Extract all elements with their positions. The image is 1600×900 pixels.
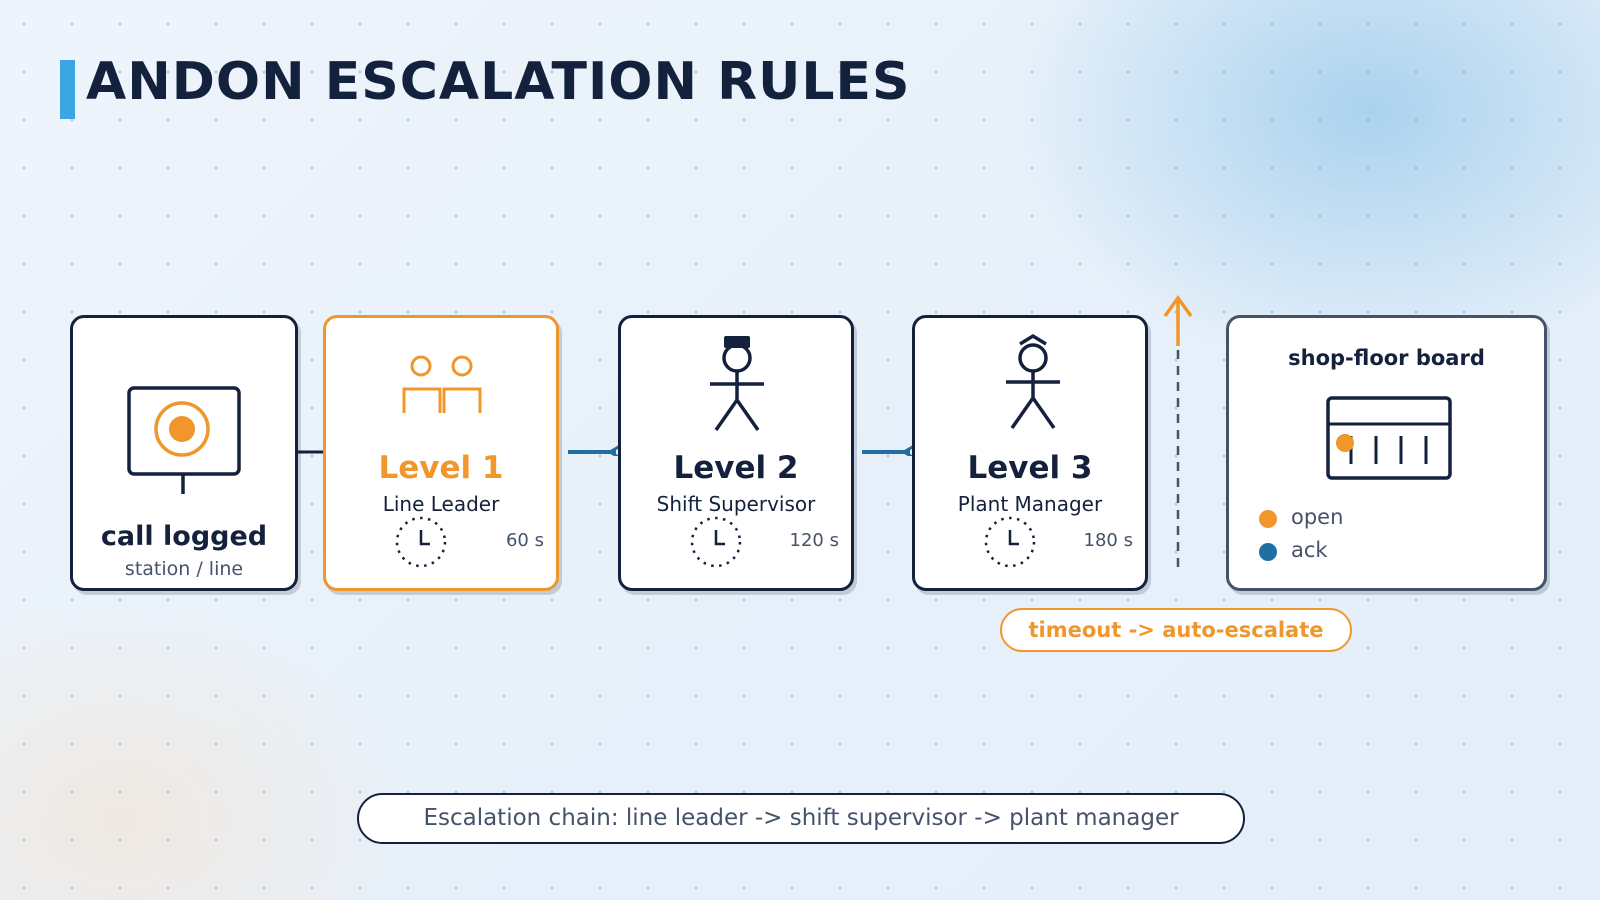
level-2-title: Level 2 bbox=[673, 450, 799, 486]
call-logged-title: call logged bbox=[100, 521, 268, 552]
call-logged-subtitle: station / line bbox=[124, 558, 244, 580]
level-1-card: Level 1 Line Leader 60 s bbox=[323, 315, 559, 591]
legend-label-ack: ack bbox=[1291, 538, 1328, 562]
level-3-role: Plant Manager bbox=[957, 492, 1103, 516]
shop-floor-board-card: shop-floor board open ack closed bbox=[1226, 315, 1547, 591]
connector-level1-to-level2 bbox=[568, 444, 620, 456]
connector-level2-to-level3 bbox=[862, 444, 914, 456]
level-3-card: Level 3 Plant Manager 180 s bbox=[912, 315, 1148, 591]
level-3-timeout: 180 s bbox=[1083, 530, 1133, 551]
supervisor-icon bbox=[710, 336, 764, 432]
level-1-role: Line Leader bbox=[382, 492, 500, 516]
timeout-auto-escalate-badge: timeout -> auto-escalate bbox=[1000, 608, 1352, 652]
manager-icon bbox=[1006, 333, 1060, 430]
title-accent-bar bbox=[60, 60, 75, 119]
escalation-chain-caption: Escalation chain: line leader -> shift s… bbox=[357, 793, 1245, 844]
board-title: shop-floor board bbox=[1288, 346, 1485, 370]
level-2-role: Shift Supervisor bbox=[656, 492, 816, 516]
level-1-title: Level 1 bbox=[378, 450, 504, 486]
board-icon bbox=[1326, 396, 1452, 480]
call-logged-card: call logged station / line bbox=[70, 315, 298, 591]
status-dot-open bbox=[1259, 510, 1277, 528]
page-title: ANDON ESCALATION RULES bbox=[86, 52, 911, 112]
connector-call-to-level1 bbox=[296, 450, 326, 454]
auto-escalate-arrow bbox=[1163, 295, 1193, 574]
clock-icon bbox=[690, 516, 742, 568]
andon-light-icon bbox=[127, 386, 241, 494]
level-3-title: Level 3 bbox=[967, 450, 1093, 486]
level-2-card: Level 2 Shift Supervisor 120 s bbox=[618, 315, 854, 591]
clock-icon bbox=[984, 516, 1036, 568]
status-dot-ack bbox=[1259, 543, 1277, 561]
legend-label-open: open bbox=[1291, 505, 1344, 529]
level-2-timeout: 120 s bbox=[789, 530, 839, 551]
clock-icon bbox=[395, 516, 447, 568]
level-1-timeout: 60 s bbox=[505, 530, 544, 551]
team-icon bbox=[402, 355, 482, 413]
